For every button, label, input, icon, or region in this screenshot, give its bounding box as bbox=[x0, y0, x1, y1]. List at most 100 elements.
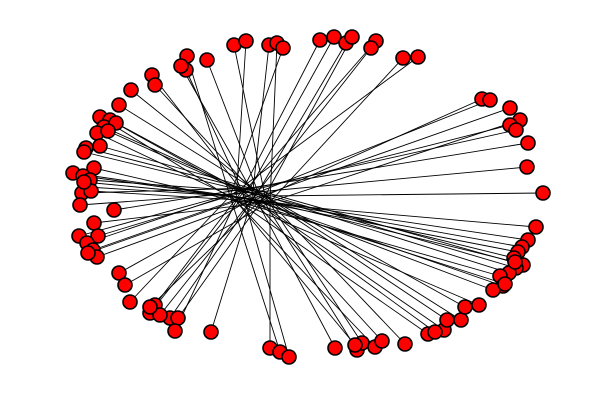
graph-edge bbox=[229, 195, 519, 253]
graph-node bbox=[238, 33, 254, 49]
graph-node bbox=[142, 299, 158, 315]
graph-node bbox=[519, 159, 535, 175]
graph-node bbox=[76, 174, 92, 190]
graph-node bbox=[497, 276, 513, 292]
graph-node bbox=[395, 50, 411, 66]
graph-node bbox=[347, 337, 363, 353]
graph-edge bbox=[257, 166, 528, 193]
graph-node bbox=[117, 277, 133, 293]
graph-edge bbox=[235, 200, 501, 277]
graph-edge bbox=[257, 191, 358, 351]
graph-edge bbox=[99, 116, 237, 202]
graph-node bbox=[520, 135, 536, 151]
graph-edge bbox=[107, 130, 243, 192]
graph-edge bbox=[96, 132, 231, 197]
graph-edge bbox=[210, 198, 253, 333]
graph-edge bbox=[93, 167, 237, 202]
graph-edge bbox=[99, 145, 251, 189]
graph-edge bbox=[241, 190, 290, 358]
graph-edge bbox=[251, 107, 511, 200]
graph-node bbox=[76, 144, 92, 160]
graph-edge bbox=[249, 187, 524, 266]
graph-edge bbox=[264, 195, 510, 274]
graph-edge bbox=[118, 198, 253, 274]
graph-edge bbox=[269, 119, 521, 203]
graph-edge bbox=[257, 191, 462, 321]
graph-edge bbox=[251, 198, 504, 287]
graph-edge bbox=[151, 74, 243, 192]
graph-node bbox=[86, 215, 102, 231]
graph-node bbox=[397, 336, 413, 352]
graph-edge bbox=[79, 191, 259, 206]
graph-edge bbox=[235, 200, 356, 346]
graph-edge bbox=[229, 195, 506, 285]
graph-edge bbox=[269, 201, 523, 248]
graph-edge bbox=[185, 69, 243, 192]
graph-edge bbox=[130, 89, 259, 193]
graph-edge bbox=[229, 195, 429, 335]
graph-node bbox=[281, 349, 297, 365]
graph-edge bbox=[149, 195, 266, 308]
graph-edge bbox=[235, 40, 247, 202]
graph-node bbox=[80, 245, 96, 261]
graph-node bbox=[167, 323, 183, 339]
graph-edge bbox=[251, 47, 372, 200]
graph-node bbox=[275, 40, 291, 56]
graph-edge bbox=[251, 198, 529, 241]
graph-edge bbox=[83, 181, 231, 197]
graph-edge bbox=[229, 124, 511, 197]
graph-edge bbox=[87, 186, 231, 197]
graph-edges bbox=[72, 36, 544, 358]
graph-node bbox=[535, 185, 551, 201]
graph-node bbox=[326, 29, 342, 45]
graph-node bbox=[152, 307, 168, 323]
graph-nodes bbox=[65, 29, 551, 365]
graph-node bbox=[327, 340, 343, 356]
graph-node bbox=[344, 29, 360, 45]
graph-node bbox=[199, 52, 215, 68]
graph-node bbox=[122, 294, 138, 310]
graph-node bbox=[507, 254, 523, 270]
graph-node bbox=[457, 299, 473, 315]
graph-node bbox=[170, 310, 186, 326]
graph-node bbox=[528, 219, 544, 235]
graph-node bbox=[471, 297, 487, 313]
graph-edge bbox=[251, 198, 494, 291]
graph-node bbox=[203, 324, 219, 340]
graph-edge bbox=[154, 84, 251, 189]
graph-node bbox=[111, 265, 127, 281]
graph-edge bbox=[241, 129, 517, 192]
graph-edge bbox=[149, 187, 251, 314]
graph-node bbox=[453, 312, 469, 328]
graph-edge bbox=[249, 36, 335, 189]
graph-edge bbox=[186, 55, 231, 197]
graph-edge bbox=[235, 200, 376, 348]
graph-node bbox=[482, 92, 498, 108]
graph-edge bbox=[86, 187, 251, 244]
graph-edge bbox=[87, 200, 237, 254]
graph-edge bbox=[85, 147, 259, 193]
graph-node bbox=[111, 97, 127, 113]
graph-edge bbox=[249, 142, 529, 189]
graph-edge bbox=[257, 42, 347, 193]
graph-edge bbox=[174, 200, 237, 332]
graph-edge bbox=[241, 39, 321, 192]
graph-edge bbox=[249, 187, 448, 321]
graph-edge bbox=[113, 187, 251, 211]
graph-edge bbox=[229, 195, 281, 353]
graph-edge bbox=[264, 36, 353, 197]
graph-node bbox=[410, 49, 426, 65]
graph-node bbox=[123, 82, 139, 98]
graph-edge bbox=[241, 190, 445, 331]
graph-node bbox=[92, 138, 108, 154]
graph-edge bbox=[251, 44, 270, 200]
graph-edge bbox=[229, 56, 419, 197]
graph-edge bbox=[229, 47, 284, 197]
graph-edge bbox=[96, 195, 266, 258]
graph-edge bbox=[269, 201, 406, 345]
graph-edge bbox=[264, 195, 466, 308]
graph-node bbox=[90, 228, 106, 244]
graph-node bbox=[147, 77, 163, 93]
graph-node bbox=[439, 312, 455, 328]
